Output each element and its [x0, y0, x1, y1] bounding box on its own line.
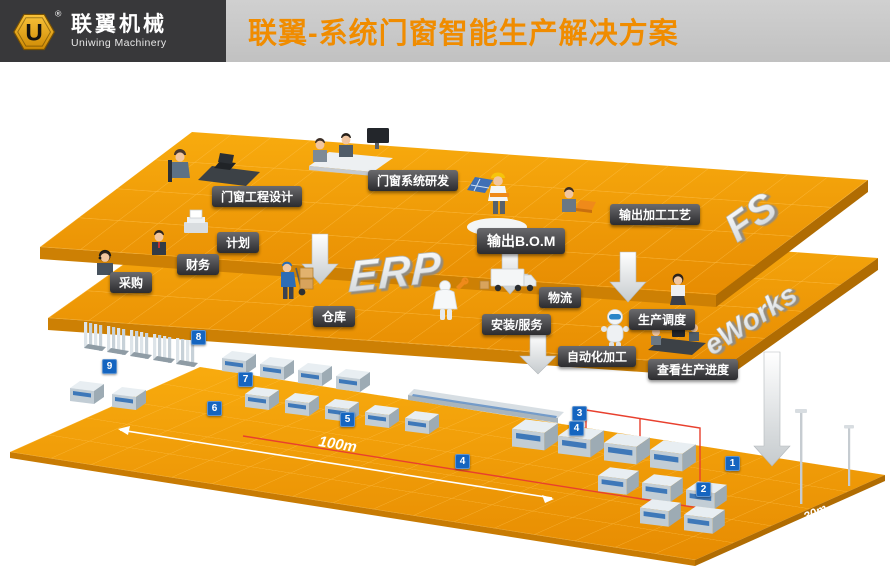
- label-output-bom: 输出B.O.M: [477, 228, 566, 254]
- warehouse-worker-figure: [281, 261, 314, 299]
- label-output-process: 输出加工工艺: [610, 204, 701, 225]
- station-badge: 7: [238, 372, 253, 387]
- label-finance: 财务: [177, 254, 220, 275]
- registered-mark: ®: [55, 9, 62, 19]
- brand-name-en: Uniwing Machinery: [71, 37, 167, 50]
- header-bar: U ® 联翼机械 Uniwing Machinery 联翼-系统门窗智能生产解决…: [0, 0, 890, 62]
- label-door-window-rd: 门窗系统研发: [368, 170, 459, 191]
- station-badge: 4: [455, 454, 470, 469]
- erp-3d-label: ERP: [348, 243, 443, 302]
- designer-figure: [168, 149, 260, 186]
- label-warehouse: 仓库: [313, 306, 356, 327]
- page-title: 联翼-系统门窗智能生产解决方案: [248, 18, 679, 50]
- label-auto-machining: 自动化加工: [558, 346, 637, 367]
- process-engineer-figure: [562, 187, 596, 213]
- label-logistics: 物流: [539, 287, 582, 308]
- dispatcher-figure: [670, 273, 686, 305]
- station-badge: 5: [340, 412, 355, 427]
- dimension-100m: 100m: [118, 426, 554, 503]
- brand-block: U ® 联翼机械 Uniwing Machinery: [0, 0, 226, 62]
- label-door-window-design: 门窗工程设计: [212, 186, 303, 207]
- down-arrow: [519, 333, 557, 375]
- logistics-truck: [479, 268, 537, 292]
- down-arrow: [609, 251, 647, 303]
- station-badge: 4: [569, 421, 584, 436]
- label-install-service: 安装/服务: [482, 314, 552, 335]
- logo-letter: U: [25, 20, 42, 47]
- station-badge: 2: [696, 482, 711, 497]
- label-plan: 计划: [217, 232, 260, 253]
- plan-documents: [184, 209, 208, 233]
- rd-team-figures: [309, 128, 393, 176]
- station-badge: 3: [572, 406, 587, 421]
- down-arrow: [753, 351, 791, 467]
- uniwing-logo-icon: U ®: [13, 9, 62, 51]
- station-badge: 6: [207, 401, 222, 416]
- station-badge: 8: [191, 330, 206, 345]
- label-purchasing: 采购: [110, 272, 153, 293]
- finance-person-figure: [152, 230, 166, 255]
- label-view-progress: 查看生产进度: [648, 359, 739, 380]
- dimension-length-label: 100m: [317, 433, 358, 456]
- dimension-30m: 30m: [756, 493, 883, 552]
- light-pole: [795, 409, 854, 504]
- station-badge: 1: [725, 456, 740, 471]
- procurement-person-figure: [97, 249, 113, 275]
- title-band: 联翼-系统门窗智能生产解决方案: [226, 0, 890, 62]
- station-badge: 9: [102, 359, 117, 374]
- label-production-dispatch: 生产调度: [629, 309, 696, 330]
- installer-figure: [432, 277, 469, 320]
- brand-name-cn: 联翼机械: [71, 12, 167, 36]
- brand-text: 联翼机械 Uniwing Machinery: [71, 13, 167, 49]
